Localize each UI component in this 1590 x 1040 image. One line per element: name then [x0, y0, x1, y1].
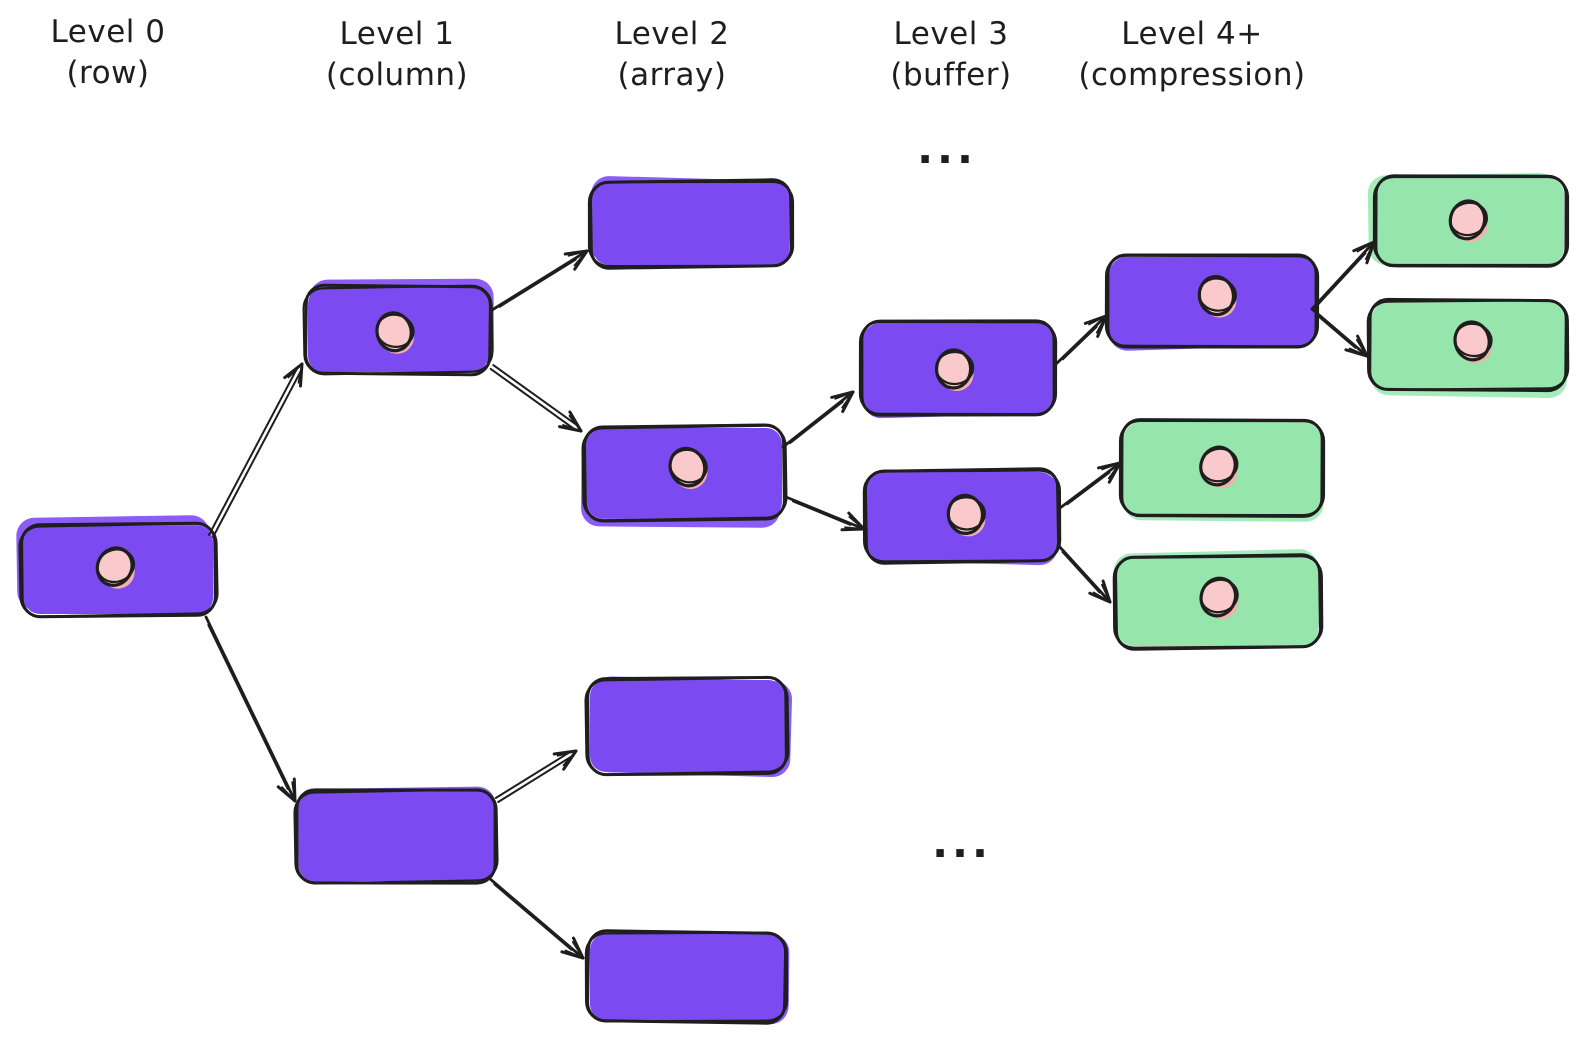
level-1-title: Level 1 — [339, 16, 455, 52]
edge-compression-to-compressed-2 — [1310, 307, 1369, 358]
edge-column-bottom-to-array-bottom — [487, 876, 585, 960]
node-level3-buffer-bottom — [862, 467, 1062, 566]
pink-dot — [670, 450, 705, 485]
node-level2-array-top — [587, 176, 795, 270]
level-3-title: Level 3 — [893, 16, 1009, 52]
level-0-title: Level 0 — [50, 14, 166, 50]
level-1-header: Level 1 (column) — [326, 14, 468, 96]
node-level1-column-bottom — [293, 786, 499, 885]
level-2-header: Level 2 (array) — [615, 14, 730, 96]
edge-column-bottom-to-array-lower — [494, 749, 578, 803]
level-3-subtitle: (buffer) — [890, 56, 1012, 93]
ellipsis-top: ... — [917, 124, 977, 173]
pink-dot — [936, 352, 971, 386]
pink-dot — [1199, 278, 1234, 313]
node-level2-array-bottom — [584, 929, 790, 1025]
pink-dot — [97, 549, 132, 584]
pink-dot — [1455, 323, 1490, 358]
pink-dot — [1201, 449, 1235, 483]
node-level2-array-middle — [581, 423, 788, 528]
node-level3-buffer-top — [858, 319, 1058, 419]
edge-array-middle-to-buffer-top — [781, 390, 855, 449]
level-4-title: Level 4+ — [1121, 16, 1263, 52]
node-level2-array-lower — [584, 675, 793, 778]
node-compressed-2 — [1366, 297, 1570, 399]
edge-column-top-to-array-top — [490, 249, 589, 312]
pink-dot — [1201, 580, 1236, 614]
edge-buffer-top-to-compression — [1054, 314, 1108, 366]
edge-row-to-column-bottom — [204, 615, 297, 803]
edge-buffer-bottom-to-compressed-4 — [1056, 543, 1112, 604]
edge-row-to-column-top — [208, 362, 304, 539]
node-compressed-4 — [1112, 549, 1324, 651]
edge-column-top-to-array-middle — [489, 364, 583, 433]
level-0-header: Level 0 (row) — [51, 12, 166, 94]
level-4-subtitle: (compression) — [1078, 56, 1306, 93]
pink-dot — [1450, 202, 1485, 237]
edge-buffer-bottom-to-compressed-3 — [1058, 461, 1122, 510]
ellipsis-bottom: ... — [932, 818, 992, 867]
node-level0-row — [16, 515, 219, 619]
level-1-subtitle: (column) — [325, 56, 469, 93]
node-level1-column-top — [302, 278, 494, 377]
level-2-subtitle: (array) — [617, 56, 727, 93]
pink-dot — [377, 314, 412, 349]
pink-dot — [948, 497, 983, 532]
level-3-header: Level 3 (buffer) — [890, 14, 1011, 96]
level-2-title: Level 2 — [614, 16, 730, 52]
edge-compression-to-compressed-1 — [1310, 240, 1376, 311]
node-compressed-1 — [1367, 172, 1570, 268]
node-compressed-3 — [1118, 418, 1326, 522]
level-0-subtitle: (row) — [66, 54, 150, 91]
edge-array-middle-to-buffer-bottom — [784, 495, 866, 532]
node-level4-compression-top — [1104, 253, 1320, 351]
level-4-header: Level 4+ (compression) — [1078, 14, 1305, 96]
